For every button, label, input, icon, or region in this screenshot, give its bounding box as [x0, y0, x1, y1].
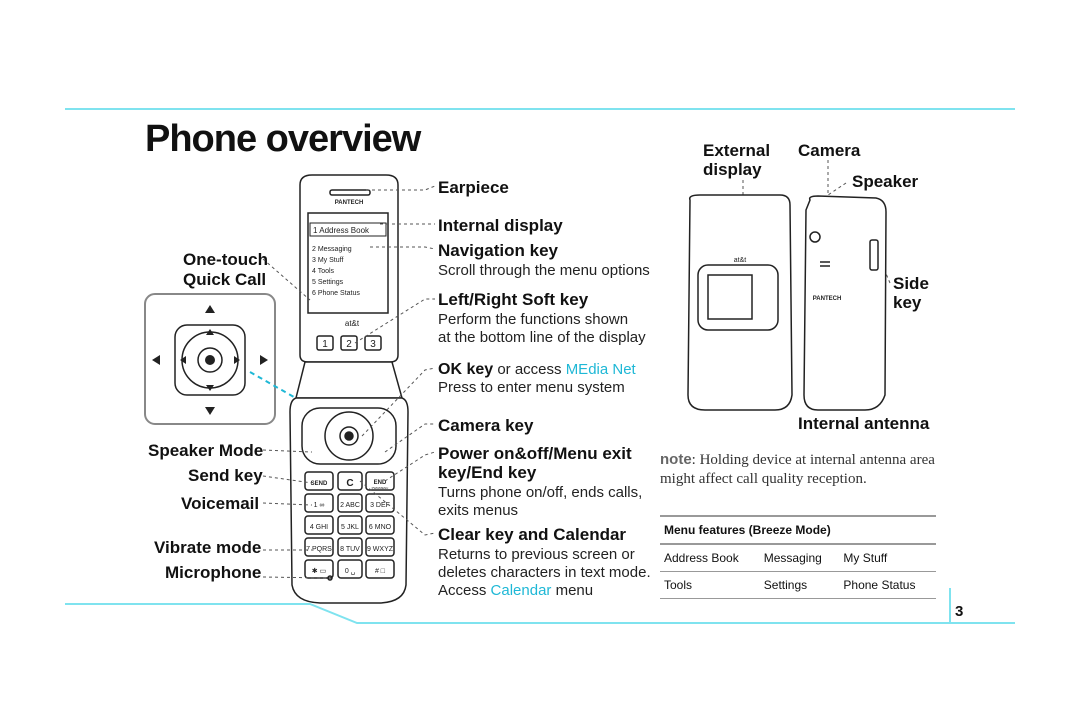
key-7: 7 PQRS	[306, 546, 332, 553]
calendar-link[interactable]: Calendar	[490, 582, 552, 599]
voicemail-label: Voicemail	[181, 494, 260, 513]
table-cell: My Stuff	[843, 551, 888, 565]
screen-item-4: 4 Tools	[312, 268, 335, 275]
soft-key-label: Left/Right Soft key	[438, 290, 589, 309]
screen-item-2: 2 Messaging	[312, 246, 352, 253]
speaker-label: Speaker	[852, 172, 919, 191]
power-key-desc-2: exits menus	[438, 502, 519, 519]
quick-key-1: 1	[322, 339, 328, 350]
table-cell: Settings	[763, 578, 808, 592]
page-number: 3	[955, 603, 964, 620]
end-key: END	[374, 480, 387, 486]
key-4: 4 GHI	[310, 524, 328, 531]
screen-item-1: 1 Address Book	[313, 226, 370, 235]
table-cell: Messaging	[763, 551, 822, 565]
quick-key-3: 3	[370, 339, 376, 350]
earpiece-label: Earpiece	[438, 178, 509, 197]
send-key: SEND	[311, 481, 328, 487]
nav-key-detail	[144, 293, 276, 425]
key-9: 9 WXYZ	[367, 546, 394, 553]
front-carrier-logo: at&t	[734, 257, 747, 264]
clear-key-desc-2: deletes characters in text mode.	[438, 564, 651, 581]
key-0: 0 ␣	[345, 568, 355, 575]
speaker-mode-label: Speaker Mode	[148, 441, 264, 460]
key-5: 5 JKL	[341, 524, 359, 531]
clear-key-desc-3: Access Calendar menu	[438, 582, 593, 599]
callout-lines	[262, 160, 891, 579]
carrier-logo: at&t	[345, 319, 360, 328]
navigation-key-desc: Scroll through the menu options	[438, 262, 650, 279]
side-key-label-1: Side	[893, 274, 929, 293]
internal-antenna-label: Internal antenna	[798, 414, 930, 433]
clear-key-label: Clear key and Calendar	[438, 525, 627, 544]
camera-key-label: Camera key	[438, 416, 534, 435]
key-8: 8 TUV	[340, 546, 360, 553]
menu-features-title: Menu features (Breeze Mode)	[664, 523, 831, 537]
ok-key-label: OK key	[438, 361, 494, 378]
screen-item-3: 3 My Stuff	[312, 257, 343, 264]
key-1: 1 ∞	[314, 502, 325, 509]
power-key-label-1: Power on&off/Menu exit	[438, 444, 632, 463]
ok-key-desc: Press to enter menu system	[438, 379, 625, 396]
note-label: note	[660, 451, 692, 468]
key-hash: # □	[375, 568, 386, 575]
side-brand: PANTECH	[813, 296, 842, 302]
vibrate-mode-label: Vibrate mode	[154, 538, 262, 557]
table-cell: Phone Status	[843, 578, 916, 592]
closed-phone-front: at&t	[687, 194, 793, 411]
closed-phone-side: PANTECH	[803, 195, 887, 411]
table-cell: Tools	[664, 578, 693, 592]
side-key-label-2: key	[893, 293, 922, 312]
table-row: Address Book Messaging My Stuff	[660, 544, 936, 572]
table-cell: Address Book	[664, 551, 739, 565]
clear-menu-text: menu	[555, 582, 594, 599]
power-key-desc-1: Turns phone on/off, ends calls,	[438, 484, 643, 501]
top-rule	[65, 108, 1015, 110]
screen-item-5: 5 Settings	[312, 279, 344, 286]
key-6: 6 MNO	[369, 524, 392, 531]
quick-key-2: 2	[346, 339, 352, 350]
end-key-sub: PWR/MENU	[372, 486, 389, 490]
ok-access-text: or access	[497, 361, 562, 378]
media-net-link[interactable]: MEdia Net	[565, 361, 636, 378]
navigation-key-label: Navigation key	[438, 241, 558, 260]
screen-item-6: 6 Phone Status	[312, 290, 360, 297]
soft-key-desc-2: at the bottom line of the display	[438, 329, 646, 346]
footer-rule	[65, 588, 1015, 624]
external-display-label-1: External	[703, 141, 771, 160]
ok-key-line: OK key or access MEdia Net	[438, 361, 636, 378]
note-body: : Holding device at internal antenna are…	[660, 452, 935, 487]
one-touch-label: One-touch	[183, 250, 268, 269]
menu-features-table: Menu features (Breeze Mode) Address Book…	[660, 515, 936, 599]
camera-label: Camera	[798, 141, 861, 160]
soft-key-desc-1: Perform the functions shown	[438, 311, 629, 328]
key-2: 2 ABC	[340, 502, 360, 509]
note-text: note: Holding device at internal antenna…	[660, 450, 960, 489]
open-phone: PANTECH 1 Address Book 2 Messaging 3 My …	[289, 174, 409, 604]
clear-key: C	[346, 478, 353, 489]
microphone-label: Microphone	[165, 563, 262, 582]
phone-brand: PANTECH	[335, 200, 364, 206]
clear-access-text: Access	[438, 582, 487, 599]
page-title: Phone overview	[145, 118, 421, 160]
clear-key-desc-1: Returns to previous screen or	[438, 546, 635, 563]
send-key-label: Send key	[188, 466, 263, 485]
external-display-label-2: display	[703, 160, 762, 179]
power-key-label-2: key/End key	[438, 463, 537, 482]
key-star: ✱ ▭	[312, 567, 326, 575]
internal-display-label: Internal display	[438, 216, 563, 235]
quick-call-label: Quick Call	[183, 270, 267, 289]
table-row: Tools Settings Phone Status	[660, 572, 936, 599]
key-3: 3 DEF	[370, 502, 390, 509]
